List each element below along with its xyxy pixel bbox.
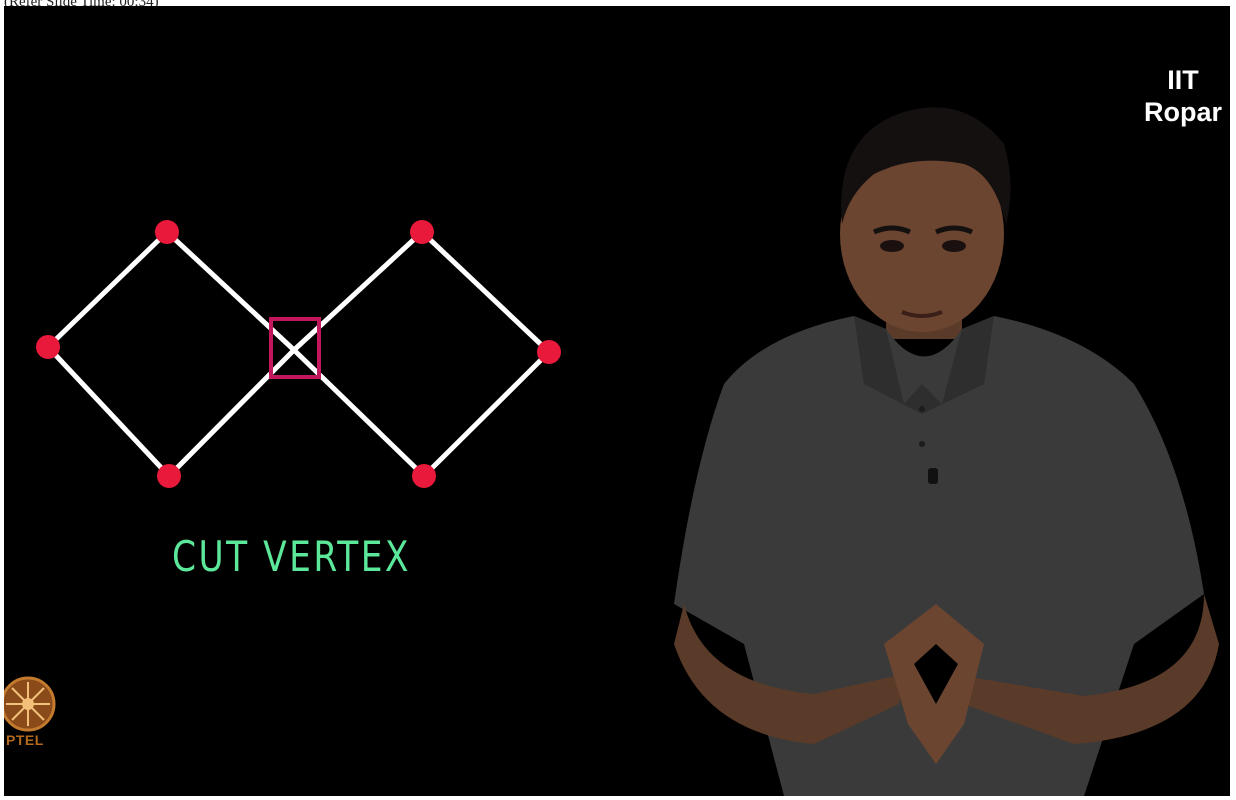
lapel-mic	[928, 468, 938, 484]
slide-time-caption: (Refer Slide Time: 00:34)	[4, 0, 159, 10]
vertex-right-bottom	[412, 464, 436, 488]
shirt-button-1	[919, 406, 925, 412]
edge-right-top	[419, 229, 552, 355]
presenter-collar	[854, 316, 994, 414]
presenter-brow-left	[872, 225, 912, 235]
institute-line1: IIT	[1167, 65, 1199, 95]
presenter-arm-left	[674, 604, 904, 744]
vertex-left-mid	[36, 335, 60, 359]
presenter-eye-right	[942, 240, 966, 252]
presenter-shirt	[674, 316, 1204, 796]
nptel-logo-icon	[4, 676, 56, 732]
edge-left-bottom	[45, 344, 172, 479]
edge-left-to-cut-bottom	[166, 347, 297, 479]
presenter-hands-gap	[914, 644, 958, 704]
presenter-brow-right	[934, 225, 974, 235]
nptel-logo-text: PTEL	[6, 732, 44, 748]
institute-watermark: IIT Ropar	[1144, 64, 1222, 128]
presenter-eye-left	[880, 240, 904, 252]
presenter-figure	[674, 107, 1219, 796]
edge-cut-to-right-top	[291, 229, 425, 353]
vertex-right-mid	[537, 340, 561, 364]
presenter-arm-right	[964, 594, 1219, 744]
vertex-right-top	[410, 220, 434, 244]
vertex-left-top	[155, 220, 179, 244]
edge-right-bottom	[421, 349, 552, 479]
presenter-mouth	[901, 310, 943, 318]
vertex-left-bottom	[157, 464, 181, 488]
video-frame[interactable]: CUT VERTEX IIT Ropar	[4, 6, 1230, 796]
presenter-hair	[841, 107, 1011, 224]
cut-vertex-highlight	[269, 317, 321, 379]
edge-left-top	[45, 229, 170, 350]
edge-left-to-cut-top	[164, 229, 297, 353]
presenter-face	[840, 136, 1004, 332]
graph-diagram	[36, 220, 561, 488]
shirt-button-2	[919, 441, 925, 447]
edge-cut-to-right-bottom	[291, 347, 427, 479]
slide-caption: CUT VERTEX	[172, 532, 411, 581]
institute-line2: Ropar	[1143, 97, 1222, 127]
